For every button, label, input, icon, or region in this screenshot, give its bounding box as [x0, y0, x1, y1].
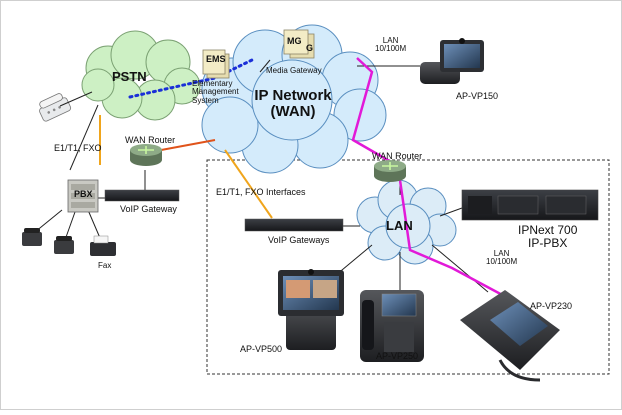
gateways-fxo-link: [224, 149, 273, 219]
ipnext-ip-pbx-icon: [461, 189, 599, 221]
wan-router-left-label: WAN Router: [125, 135, 176, 145]
wan-router-right-label: WAN Router: [372, 151, 423, 161]
voip-gateway-icon: [104, 189, 180, 202]
lan-top-line2: 10/100M: [375, 44, 407, 54]
lan-top-label: LAN 10/100M: [375, 36, 407, 54]
e1-fxo-interfaces-label: E1/T1, FXO Interfaces: [216, 187, 306, 197]
pstn-label: PSTN: [112, 69, 147, 84]
ipnext-line1: IPNext 700: [518, 223, 578, 237]
ip-network-label-line2: (WAN): [270, 102, 316, 120]
lan-enclosure: [206, 159, 610, 375]
lan-right-label: LAN 10/100M: [486, 249, 518, 267]
video-link-top: [351, 57, 399, 168]
ems-server-icon: [202, 49, 230, 79]
ipnext-label: IPNext 700 IP-PBX: [518, 224, 577, 249]
lan-right-line1: LAN: [493, 249, 510, 258]
lan-top-line1: LAN: [382, 36, 399, 45]
voip-gateways-label: VoIP Gateways: [268, 235, 330, 245]
pbx-label: PBX: [74, 189, 93, 199]
pbx-icon: [67, 179, 99, 213]
ap-vp500-phone-icon: [278, 269, 344, 350]
wan-router-left-icon: [130, 144, 162, 166]
media-gateway-label: Media Gateway: [266, 66, 322, 75]
media-gateway-icon: [283, 29, 315, 59]
ap-vp250-phone-icon: [360, 290, 424, 362]
ap-vp230-label: AP-VP230: [530, 301, 573, 311]
ap-vp150-phone-icon: [420, 38, 484, 84]
mg-badge-back: G: [306, 43, 314, 53]
ems-description: Elementary Management System: [192, 79, 239, 105]
voip-gateways-icon: [244, 218, 344, 232]
ems-badge: EMS: [206, 54, 226, 64]
ap-vp230-phone-icon: [460, 290, 560, 382]
video-link-bottom: [396, 165, 509, 300]
ipnext-line2: IP-PBX: [528, 235, 568, 250]
fax-label: Fax: [98, 261, 112, 270]
ems-desc-line1: Elementary: [192, 79, 233, 88]
pstn-phone-line: [59, 91, 93, 107]
wan-router-right-icon: [374, 160, 406, 182]
lan-cloud: [356, 179, 457, 265]
lan-right-line2: 10/100M: [486, 257, 518, 267]
ems-desc-line2: Management: [192, 87, 239, 97]
ip-network-label: IP Network (WAN): [245, 88, 341, 120]
ap-vp500-label: AP-VP500: [240, 344, 283, 354]
ap-vp250-label: AP-VP250: [376, 351, 419, 361]
e1-fxo-label: E1/T1, FXO: [54, 143, 102, 153]
ems-desc-line3: System: [192, 95, 219, 105]
pstn-phone-icon: [39, 93, 72, 122]
pstn-cloud: [81, 30, 201, 121]
extension-phone-icon: [22, 228, 74, 254]
lan-cloud-label: LAN: [386, 218, 413, 233]
voip-gateway-label: VoIP Gateway: [120, 204, 177, 214]
mg-badge: MG: [287, 36, 302, 46]
ip-network-label-line1: IP Network: [254, 87, 332, 104]
fax-icon: [90, 235, 116, 256]
ap-vp150-label: AP-VP150: [456, 91, 499, 101]
